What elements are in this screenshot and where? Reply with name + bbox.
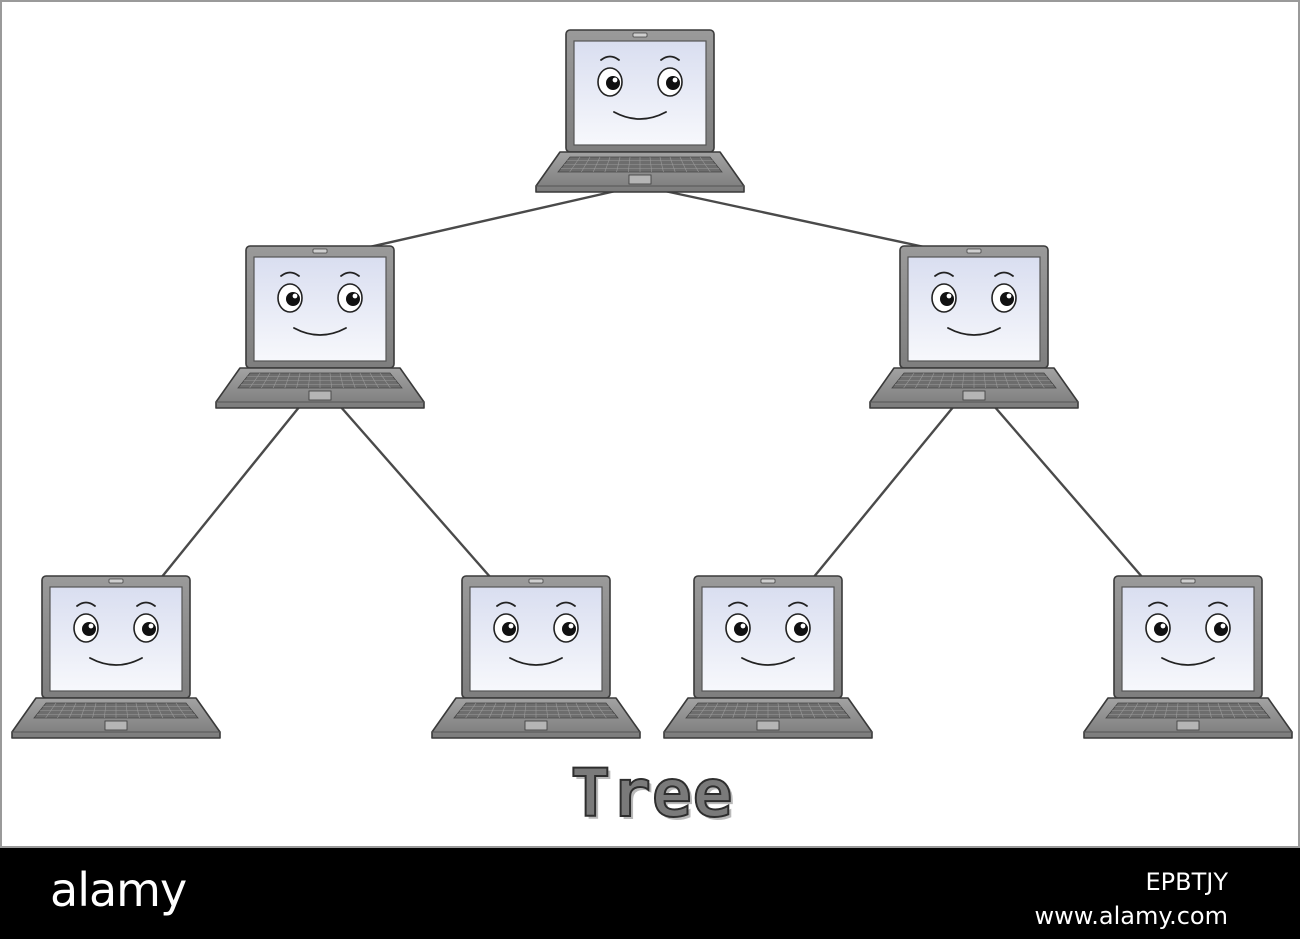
tree-edge bbox=[659, 188, 930, 250]
smiley-face-icon bbox=[1145, 601, 1231, 666]
watermark-url: www.alamy.com bbox=[1034, 902, 1228, 930]
laptop-level1-right bbox=[869, 245, 1079, 409]
smiley-face-icon bbox=[493, 601, 579, 666]
laptop-level2-2 bbox=[431, 575, 641, 739]
tree-edge bbox=[339, 405, 492, 579]
keyboard-icon bbox=[453, 702, 619, 719]
smiley-face-icon bbox=[725, 601, 811, 666]
touchpad-icon bbox=[308, 390, 332, 401]
diagram-canvas: Tree bbox=[0, 0, 1300, 848]
smiley-face-icon bbox=[277, 271, 363, 336]
keyboard-icon bbox=[33, 702, 199, 719]
laptop-level1-left bbox=[215, 245, 425, 409]
tree-edge bbox=[812, 405, 955, 579]
watermark-bar: alamy EPBTJY www.alamy.com bbox=[0, 848, 1300, 939]
tree-diagram bbox=[11, 29, 1293, 739]
smiley-face-icon bbox=[73, 601, 159, 666]
laptop-level2-3 bbox=[663, 575, 873, 739]
tree-edge bbox=[160, 405, 301, 579]
watermark-image-id: EPBTJY bbox=[1145, 868, 1229, 896]
smiley-face-icon bbox=[931, 271, 1017, 336]
touchpad-icon bbox=[1176, 720, 1200, 731]
keyboard-icon bbox=[891, 372, 1057, 389]
touchpad-icon bbox=[524, 720, 548, 731]
smiley-face-icon bbox=[597, 55, 683, 120]
laptop-root bbox=[535, 29, 745, 193]
touchpad-icon bbox=[962, 390, 986, 401]
keyboard-icon bbox=[237, 372, 403, 389]
laptop-level2-1 bbox=[11, 575, 221, 739]
keyboard-icon bbox=[557, 156, 723, 173]
touchpad-icon bbox=[756, 720, 780, 731]
tree-edge bbox=[993, 405, 1144, 579]
laptop-level2-4 bbox=[1083, 575, 1293, 739]
keyboard-icon bbox=[1105, 702, 1271, 719]
diagram-caption: Tree bbox=[570, 754, 734, 833]
tree-edge bbox=[364, 188, 621, 250]
touchpad-icon bbox=[628, 174, 652, 185]
watermark-brand: alamy bbox=[50, 863, 187, 917]
touchpad-icon bbox=[104, 720, 128, 731]
keyboard-icon bbox=[685, 702, 851, 719]
